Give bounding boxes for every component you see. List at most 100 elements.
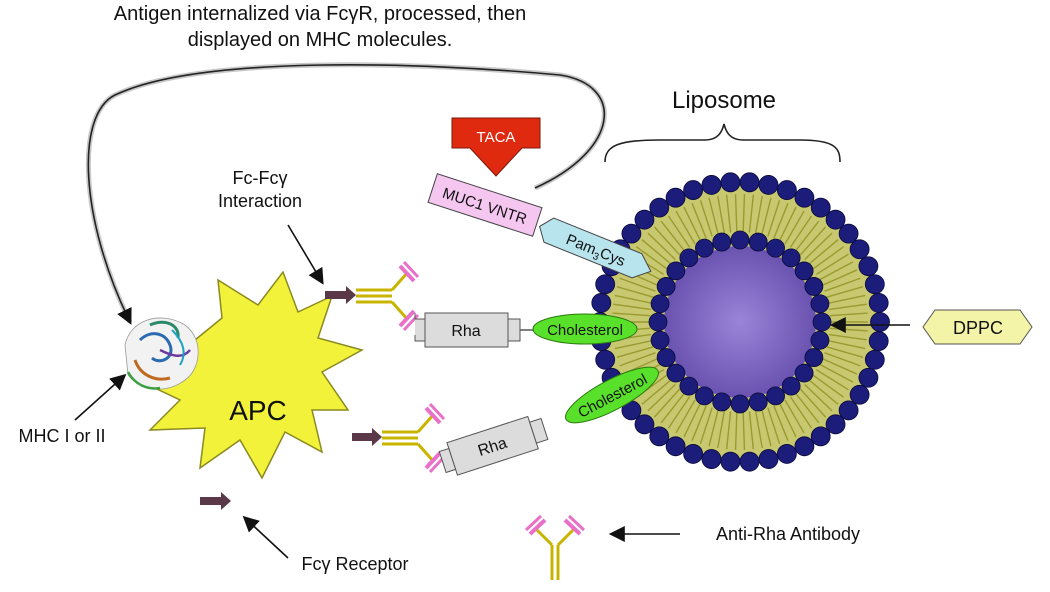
lipid-tail bbox=[799, 226, 827, 256]
inner-lipid-head bbox=[766, 238, 785, 258]
inner-lipid-head bbox=[695, 386, 714, 406]
inner-lipid-head bbox=[656, 348, 676, 367]
lipid-tail bbox=[717, 410, 726, 449]
inner-lipid-head bbox=[781, 248, 801, 268]
inner-lipid-head bbox=[810, 330, 830, 350]
taca: TACA bbox=[451, 117, 541, 177]
lipid-tail bbox=[821, 357, 858, 375]
lipid-tail bbox=[794, 220, 820, 252]
lipid-tail bbox=[754, 195, 763, 234]
rha-top-label: Rha bbox=[451, 323, 480, 340]
lipid-tail bbox=[767, 407, 781, 444]
lipid-tail bbox=[827, 340, 866, 350]
lipid-tail bbox=[799, 388, 827, 418]
lipid-tail bbox=[708, 409, 719, 447]
lipid-tail bbox=[683, 402, 702, 438]
internalization-arrow-line bbox=[87, 64, 606, 325]
lipid-tail bbox=[619, 277, 656, 292]
lipid-tail bbox=[667, 215, 691, 248]
lipid-tail bbox=[815, 253, 849, 275]
lipid-tail bbox=[754, 410, 763, 449]
outer-lipid-head bbox=[776, 180, 797, 200]
antibody-top bbox=[356, 260, 420, 332]
outer-lipid-head bbox=[683, 444, 704, 464]
inner-lipid-head bbox=[766, 386, 785, 406]
lipid-tail bbox=[773, 203, 789, 239]
fc-receptor-arrow bbox=[242, 515, 289, 559]
lipid-tail bbox=[641, 379, 672, 405]
lipid-tail bbox=[804, 232, 833, 260]
liposome bbox=[590, 172, 890, 472]
fc-interaction-label-2: Interaction bbox=[218, 191, 302, 211]
lipid-tail bbox=[653, 388, 681, 418]
lipid-tail bbox=[748, 411, 755, 450]
lipid-tail bbox=[616, 286, 654, 298]
outer-lipid-head bbox=[776, 444, 797, 464]
lipid-tail bbox=[829, 303, 867, 311]
lipid-tail bbox=[660, 220, 686, 252]
inner-lipid-head bbox=[730, 394, 750, 414]
liposome-brace bbox=[604, 123, 841, 163]
lipid-tail bbox=[699, 407, 713, 444]
inner-lipid-head bbox=[804, 277, 824, 296]
fc-interaction-label-1: Fc-Fcγ bbox=[233, 168, 288, 188]
outer-lipid-head bbox=[649, 426, 670, 447]
lipid-tail bbox=[734, 411, 738, 450]
lipid-tail bbox=[734, 194, 738, 233]
inner-lipid-head bbox=[712, 232, 732, 252]
lipid-tail bbox=[826, 346, 864, 358]
lipid-tail bbox=[778, 206, 797, 242]
outer-lipid-head bbox=[794, 187, 815, 208]
lipid-tail bbox=[742, 194, 746, 233]
lipid-tail bbox=[683, 206, 702, 242]
lipid-tail bbox=[647, 384, 676, 412]
apc-cell: APC bbox=[136, 270, 364, 480]
liposome-core bbox=[664, 246, 816, 398]
outer-lipid-head bbox=[634, 209, 655, 230]
outer-lipid-head bbox=[758, 175, 779, 195]
lipid-tail bbox=[653, 226, 681, 256]
outer-lipid-head bbox=[838, 400, 859, 421]
lipid-tail bbox=[708, 197, 719, 235]
caption-line-2: displayed on MHC molecules. bbox=[188, 29, 453, 51]
outer-lipid-head bbox=[683, 180, 704, 200]
inner-lipid-head bbox=[810, 294, 830, 314]
lipid-tail bbox=[808, 379, 839, 405]
internalization-arrow bbox=[85, 62, 607, 324]
liposome-label: Liposome bbox=[672, 87, 776, 114]
outer-lipid-head bbox=[858, 367, 879, 388]
outer-lipid-head bbox=[634, 414, 655, 435]
mhc-label: MHC I or II bbox=[18, 426, 105, 446]
lipid-tail bbox=[641, 239, 672, 265]
outer-lipid-head bbox=[739, 451, 760, 472]
lipid-tail bbox=[675, 399, 696, 434]
outer-lipid-head bbox=[621, 223, 642, 244]
lipid-tail bbox=[742, 411, 746, 450]
outer-lipid-head bbox=[595, 349, 616, 370]
outer-lipid-head bbox=[595, 274, 616, 295]
lipid-tail bbox=[614, 340, 653, 350]
lipid-tail bbox=[824, 352, 861, 367]
apc-label: APC bbox=[229, 395, 287, 426]
outer-lipid-head bbox=[665, 436, 686, 457]
pam3cys: Pam3Cys bbox=[539, 217, 652, 279]
outer-lipid-head bbox=[870, 312, 890, 332]
inner-bead-layer bbox=[648, 230, 832, 414]
inner-lipid-head bbox=[794, 363, 814, 383]
inner-lipid-head bbox=[666, 261, 686, 281]
lipid-tail bbox=[636, 246, 668, 270]
inner-lipid-head bbox=[666, 363, 686, 383]
lipid-tail bbox=[821, 269, 858, 287]
lipid-tail bbox=[748, 194, 755, 233]
lipid-tail bbox=[725, 411, 732, 450]
lipid-tail bbox=[614, 294, 653, 304]
outer-lipid-head bbox=[665, 187, 686, 208]
inner-lipid-head bbox=[730, 230, 750, 250]
fc-receptor-middle bbox=[352, 428, 382, 446]
inner-lipid-head bbox=[804, 348, 824, 367]
lipid-tail bbox=[660, 392, 686, 424]
lipid-tail bbox=[794, 392, 820, 424]
lipid-tail bbox=[725, 194, 732, 233]
outer-lipid-head bbox=[739, 172, 760, 193]
